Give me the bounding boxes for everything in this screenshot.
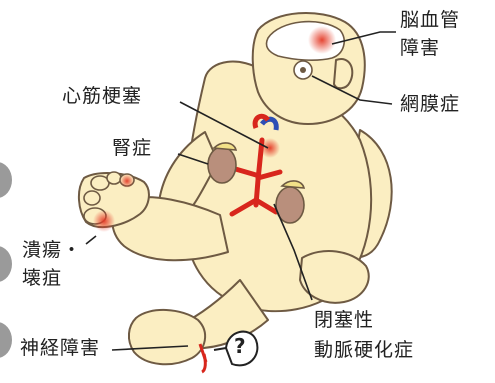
brain-redspot (308, 26, 336, 54)
toe-redspot (120, 174, 134, 188)
label-pad-line2: 動脈硬化症 (314, 340, 414, 361)
label-ulcer-line1: 潰瘍・ (22, 240, 82, 261)
foot-ulcer-redspot (93, 210, 115, 232)
leader-ulcer (86, 236, 96, 244)
question-mark: ? (234, 336, 247, 357)
label-cerebrovascular-line2: 障害 (400, 38, 440, 59)
label-cerebrovascular-line1: 脳血管 (400, 10, 460, 31)
figure-ear (334, 59, 352, 88)
label-ulcer-line2: 壊疽 (22, 268, 62, 289)
figure-bottom-foot (129, 310, 205, 364)
label-nephropathy: 腎症 (112, 138, 152, 159)
label-retinopathy: 網膜症 (400, 94, 460, 115)
toe-4 (84, 191, 100, 205)
label-myocardial-infarction: 心筋梗塞 (62, 86, 142, 107)
label-neuropathy: 神経障害 (20, 338, 100, 359)
toe-2 (107, 172, 121, 184)
eye-pupil (300, 67, 306, 73)
label-pad-line1: 閉塞性 (314, 310, 374, 331)
